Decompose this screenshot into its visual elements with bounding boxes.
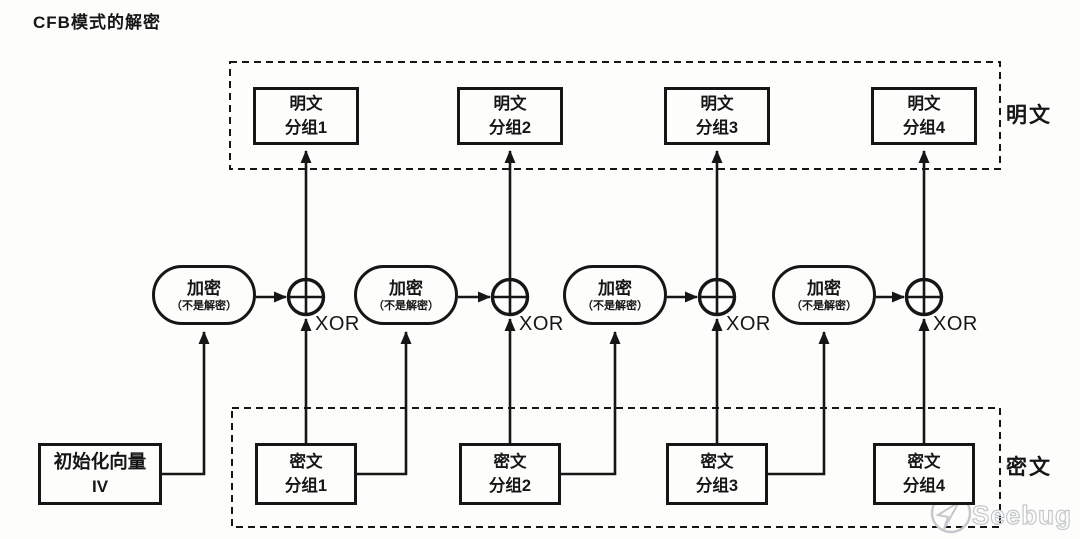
encrypt-node-1: 加密 （不是解密） — [152, 265, 256, 325]
ciphertext-block-4-line2: 分组4 — [902, 477, 946, 495]
encrypt-node-4-label: 加密 — [807, 278, 841, 298]
plaintext-block-2-line1: 明文 — [493, 95, 527, 113]
iv-block-line1: 初始化向量 — [53, 451, 147, 472]
arrow-iv-to-encrypt-1 — [162, 331, 210, 476]
ciphertext-block-2-line2: 分组2 — [488, 477, 532, 495]
feedback-arrows — [162, 331, 830, 476]
xor-label-4: XOR — [933, 313, 978, 335]
xor-to-plaintext-arrows — [300, 150, 930, 280]
plaintext-block-1-line1: 明文 — [289, 95, 323, 113]
ciphertext-to-xor-arrows — [300, 318, 930, 443]
ciphertext-block-3-line1: 密文 — [700, 453, 734, 471]
watermark-text: Seebug — [971, 499, 1072, 530]
encrypt-node-2-sublabel: （不是解密） — [373, 299, 439, 312]
arrow-ciphertext3-to-encrypt-4 — [768, 331, 830, 476]
xor-label-3: XOR — [726, 313, 771, 335]
ciphertext-block-2: 密文 分组2 — [459, 443, 561, 505]
plaintext-block-4-line2: 分组4 — [902, 119, 946, 137]
ciphertext-block-4: 密文 分组4 — [873, 443, 975, 505]
arrow-ciphertext1-to-encrypt-2 — [357, 331, 412, 476]
encrypt-node-1-label: 加密 — [187, 278, 221, 298]
encrypt-node-3-sublabel: （不是解密） — [582, 299, 648, 312]
xor-node-3 — [697, 277, 737, 317]
ciphertext-block-1: 密文 分组1 — [255, 443, 357, 505]
plaintext-side-label: 明文 — [1006, 104, 1052, 127]
xor-node-4 — [904, 277, 944, 317]
iv-block-line2: IV — [91, 477, 109, 496]
plaintext-block-4: 明文 分组4 — [871, 87, 977, 145]
plaintext-block-3-line1: 明文 — [700, 95, 734, 113]
diagram-title: CFB模式的解密 — [33, 13, 161, 32]
plaintext-region-frame — [229, 61, 1001, 170]
ciphertext-block-1-line1: 密文 — [289, 453, 323, 471]
encrypt-node-4-sublabel: （不是解密） — [791, 299, 857, 312]
ciphertext-block-1-line2: 分组1 — [284, 477, 328, 495]
plaintext-block-2: 明文 分组2 — [457, 87, 563, 145]
xor-node-2 — [490, 277, 530, 317]
iv-block: 初始化向量 IV — [38, 443, 162, 505]
ciphertext-block-2-line1: 密文 — [493, 453, 527, 471]
xor-label-2: XOR — [519, 313, 564, 335]
ciphertext-block-3-line2: 分组3 — [695, 477, 739, 495]
encrypt-node-3-label: 加密 — [598, 278, 632, 298]
encrypt-node-1-sublabel: （不是解密） — [171, 299, 237, 312]
arrow-ciphertext2-to-encrypt-3 — [561, 331, 621, 476]
encrypt-node-2-label: 加密 — [389, 278, 423, 298]
xor-label-1: XOR — [315, 313, 360, 335]
xor-node-1 — [286, 277, 326, 317]
ciphertext-block-3: 密文 分组3 — [666, 443, 768, 505]
plaintext-block-1: 明文 分组1 — [253, 87, 359, 145]
encrypt-node-4: 加密 （不是解密） — [772, 265, 876, 325]
plaintext-block-3: 明文 分组3 — [664, 87, 770, 145]
ciphertext-block-4-line1: 密文 — [907, 453, 941, 471]
plaintext-block-4-line1: 明文 — [907, 95, 941, 113]
encrypt-node-3: 加密 （不是解密） — [563, 265, 667, 325]
plaintext-block-3-line2: 分组3 — [695, 119, 739, 137]
ciphertext-side-label: 密文 — [1006, 456, 1052, 479]
plaintext-block-2-line2: 分组2 — [488, 119, 532, 137]
plaintext-block-1-line2: 分组1 — [284, 119, 328, 137]
encrypt-node-2: 加密 （不是解密） — [354, 265, 458, 325]
xor-nodes — [286, 277, 944, 317]
